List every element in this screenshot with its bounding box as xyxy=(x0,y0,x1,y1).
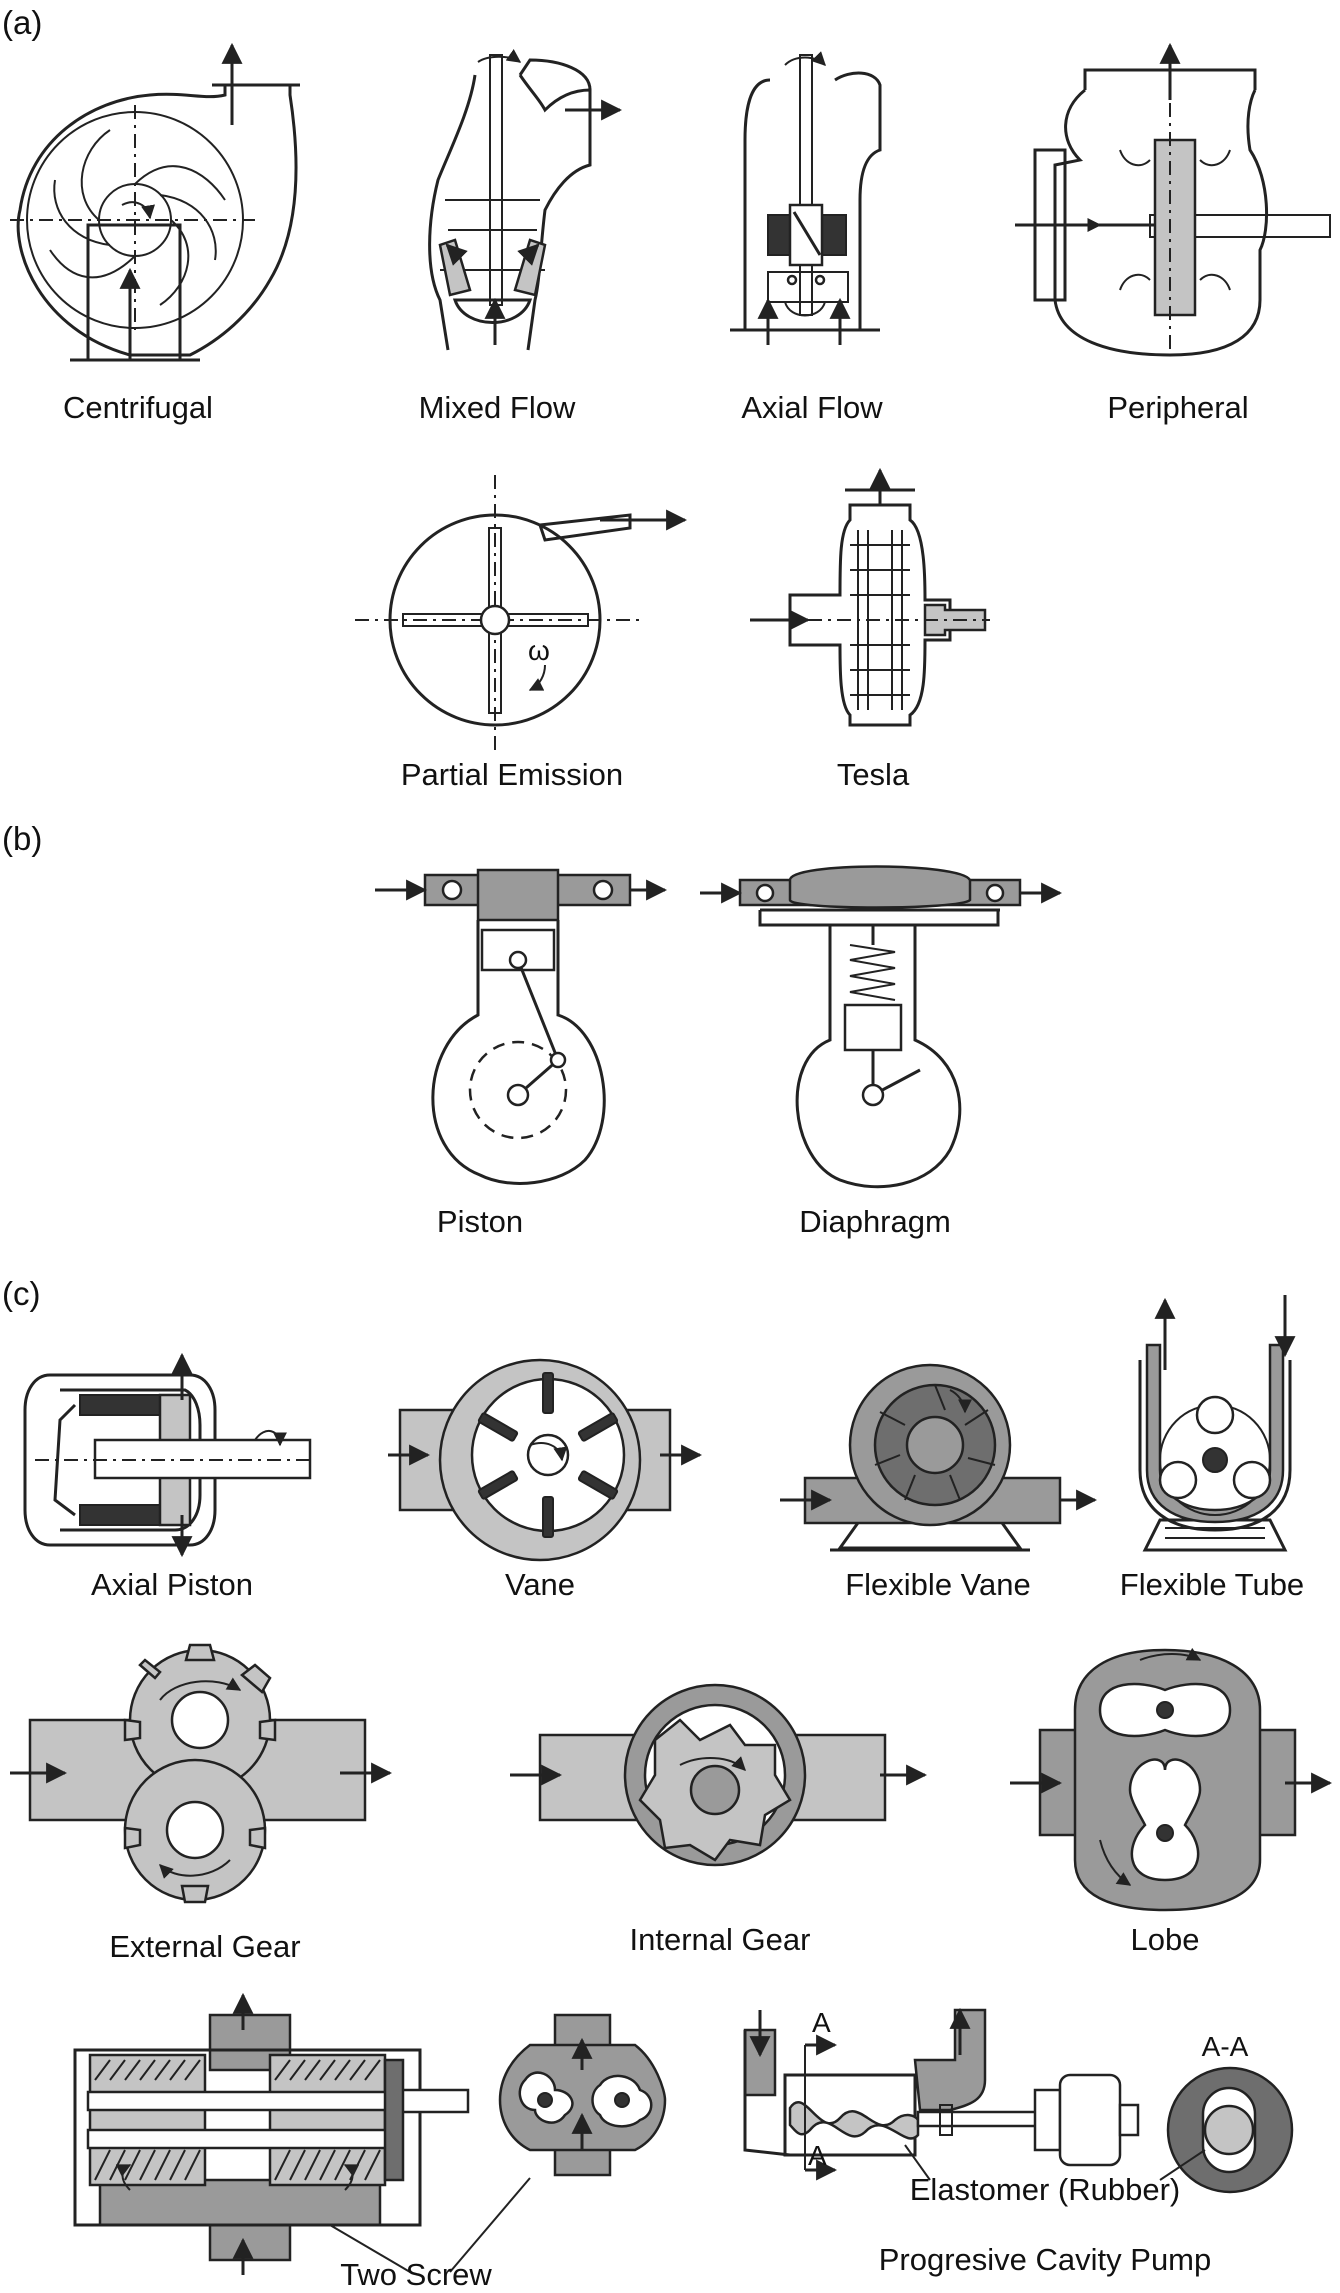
elastomer-label: Elastomer (Rubber) xyxy=(910,2172,1180,2207)
piston-label: Piston xyxy=(437,1204,523,1239)
internal-gear-label: Internal Gear xyxy=(630,1922,811,1957)
section-aa-view xyxy=(1159,2066,1294,2194)
axial-flow-label: Axial Flow xyxy=(741,390,883,425)
upper-gear xyxy=(123,1643,277,1792)
flexible-vane-label: Flexible Vane xyxy=(845,1567,1031,1602)
diaphragm-pump-diagram xyxy=(700,865,1063,1189)
two-screw-cross-section xyxy=(498,2013,667,2177)
internal-gear-pump-diagram xyxy=(510,1683,928,1867)
axial-piston-pump-diagram xyxy=(23,1352,312,1558)
external-gear-pump-diagram xyxy=(10,1643,393,1904)
progressive-cavity-pump-label: Progresive Cavity Pump xyxy=(879,2242,1212,2277)
mixed-flow-label: Mixed Flow xyxy=(419,390,576,425)
tesla-label: Tesla xyxy=(837,757,910,792)
partial-emission-pump-diagram xyxy=(355,475,688,755)
diaphragm-label: Diaphragm xyxy=(799,1204,951,1239)
vane-pump-diagram xyxy=(388,1358,703,1562)
external-gear-label: External Gear xyxy=(109,1929,300,1964)
two-screw-pump-diagram xyxy=(73,1992,667,2275)
lobe-label: Lobe xyxy=(1131,1922,1200,1957)
centrifugal-pump-diagram xyxy=(10,42,300,362)
flexible-vane-pump-diagram xyxy=(780,1363,1098,1552)
lobe-pump-diagram xyxy=(1010,1647,1333,1912)
section-b-label: (b) xyxy=(2,820,42,857)
progressive-cavity-pump-diagram xyxy=(743,2007,1294,2194)
section-a-top-label: A xyxy=(812,2007,831,2038)
flexible-tube-label: Flexible Tube xyxy=(1120,1567,1304,1602)
omega-symbol: ω xyxy=(528,635,550,666)
lower-gear xyxy=(123,1758,267,1904)
section-a-label: (a) xyxy=(2,4,42,41)
vane-label: Vane xyxy=(505,1567,575,1602)
section-a-bottom-label: A xyxy=(808,2140,827,2171)
tesla-pump-diagram xyxy=(750,467,990,727)
peripheral-pump-diagram xyxy=(1015,42,1331,357)
two-screw-label: Two Screw xyxy=(340,2257,492,2292)
flexible-tube-pump-diagram xyxy=(1138,1295,1296,1552)
section-aa-label: A-A xyxy=(1202,2031,1249,2062)
axial-piston-label: Axial Piston xyxy=(91,1567,253,1602)
partial-emission-label: Partial Emission xyxy=(401,757,623,792)
centrifugal-label: Centrifugal xyxy=(63,390,213,425)
peripheral-label: Peripheral xyxy=(1107,390,1248,425)
section-c-label: (c) xyxy=(2,1275,40,1312)
mixed-flow-pump-diagram xyxy=(428,49,623,351)
axial-flow-pump-diagram xyxy=(730,51,882,345)
piston-pump-diagram xyxy=(375,868,668,1185)
